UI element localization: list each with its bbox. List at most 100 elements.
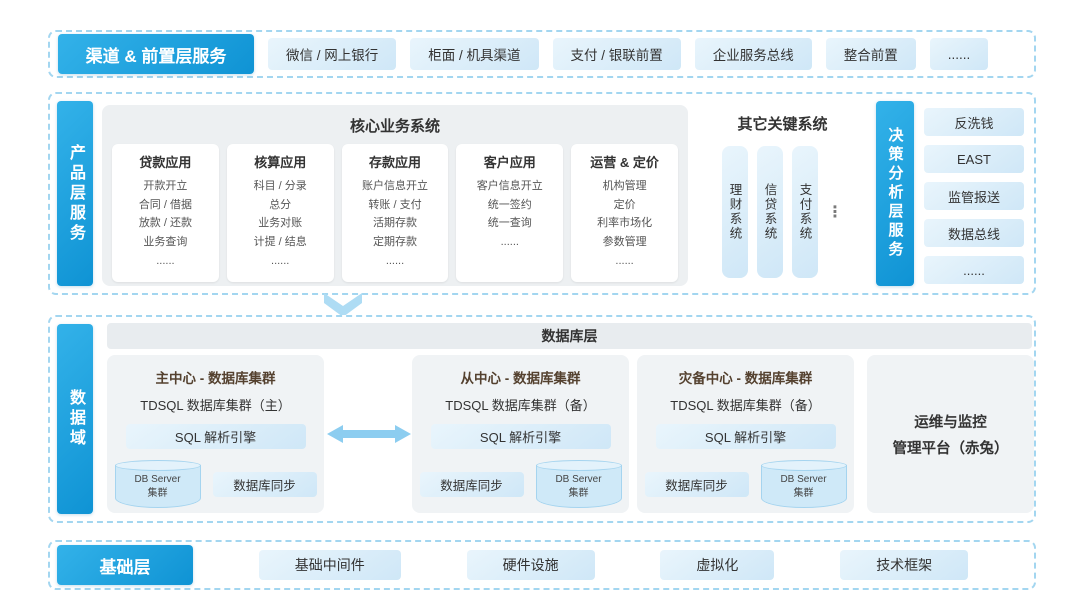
foundation-item-tech-framework: 技术框架	[840, 550, 969, 580]
down-arrow-icon	[324, 293, 362, 317]
db-server-label: DB Server 集群	[780, 474, 827, 499]
sql-parse-engine-pill: SQL 解析引擎	[430, 424, 611, 449]
db-server-cluster: DB Server 集群	[760, 460, 847, 508]
cluster-title: 灾备中心 - 数据库集群	[678, 371, 813, 386]
foundation-pills: 基础中间件 硬件设施 虚拟化 技术框架	[193, 550, 1034, 580]
foundation-layer-section: 基础层 基础中间件 硬件设施 虚拟化 技术框架	[48, 540, 1036, 590]
ops-platform-line1: 运维与监控	[914, 414, 987, 431]
core-column-item: 定期存款	[372, 236, 417, 249]
ops-platform-line2: 管理平台（赤兔）	[892, 440, 1009, 457]
core-column-item: 利率市场化	[597, 217, 653, 230]
core-column-customer: 客户应用 客户信息开立 统一签约 统一查询 ......	[456, 144, 564, 282]
database-layer-bar: 数据库层	[107, 323, 1032, 349]
core-column-item: 业务查询	[143, 236, 188, 249]
sql-parse-engine-pill: SQL 解析引擎	[655, 424, 836, 449]
db-server-cluster: DB Server 集群	[535, 460, 622, 508]
core-business-title: 核心业务系统	[349, 118, 440, 135]
database-cylinder-icon	[760, 465, 847, 508]
channel-item-more: ......	[929, 38, 989, 70]
ops-monitoring-platform: 运维与监控 管理平台（赤兔）	[867, 355, 1034, 513]
core-column-item: ......	[500, 236, 519, 249]
core-business-panel: 核心业务系统 贷款应用 开款开立 合同 / 借据 放款 / 还款 业务查询 ..…	[102, 105, 688, 286]
channel-item-payment-unionpay: 支付 / 银联前置	[552, 38, 681, 70]
core-column-accounting: 核算应用 科目 / 分录 总分 业务对账 计提 / 结息 ......	[226, 144, 334, 282]
decision-item-regulatory-report: 监管报送	[924, 182, 1024, 210]
cluster-tdsql-label: TDSQL 数据库集群（备）	[445, 398, 596, 413]
cluster-tdsql-label: TDSQL 数据库集群（主）	[140, 398, 291, 413]
db-server-label: DB Server 集群	[134, 474, 181, 499]
core-column-item: 总分	[269, 198, 292, 211]
core-column-item: 客户信息开立	[476, 180, 543, 192]
db-server-cluster: DB Server 集群	[114, 460, 201, 508]
core-column-loan: 贷款应用 开款开立 合同 / 借据 放款 / 还款 业务查询 ......	[112, 144, 219, 282]
sync-double-arrow-icon	[327, 425, 411, 443]
vertical-ellipsis: ⋮	[827, 204, 843, 221]
core-column-item: 参数管理	[602, 236, 647, 249]
channel-item-esb: 企业服务总线	[694, 38, 812, 70]
db-server-label: DB Server 集群	[555, 474, 602, 499]
decision-item-east: EAST	[924, 145, 1024, 173]
decision-layer-pills: 反洗钱 EAST 监管报送 数据总线 ......	[924, 108, 1024, 284]
core-column-item: 转账 / 支付	[368, 198, 422, 211]
cluster-bottom-row: 数据库同步 DB Server 集群	[637, 460, 854, 508]
core-column-item: 合同 / 借据	[138, 198, 192, 211]
core-business-columns: 贷款应用 开款开立 合同 / 借据 放款 / 还款 业务查询 ...... 核算…	[112, 144, 678, 282]
foundation-item-hardware: 硬件设施	[466, 550, 595, 580]
decision-item-more: ......	[924, 256, 1024, 284]
system-pill-wealth: 理财系统	[722, 146, 748, 278]
database-cylinder-top	[114, 460, 201, 471]
core-column-header: 存款应用	[368, 155, 421, 170]
core-column-item: 放款 / 还款	[138, 217, 192, 230]
core-column-item: ......	[156, 254, 175, 267]
other-key-systems-pills: 理财系统 信贷系统 支付系统 ⋮	[700, 146, 865, 278]
decision-item-data-bus: 数据总线	[924, 219, 1024, 247]
core-column-item: ......	[615, 254, 634, 267]
core-column-item: 开款开立	[143, 180, 188, 192]
cluster-bottom-row: 数据库同步 DB Server 集群	[412, 460, 629, 508]
core-column-header: 贷款应用	[139, 155, 192, 170]
db-sync-pill: 数据库同步	[212, 471, 317, 497]
core-column-item: ......	[385, 254, 405, 267]
product-layer-section: 产品层服务 核心业务系统 贷款应用 开款开立 合同 / 借据 放款 / 还款 业…	[48, 92, 1036, 295]
database-cylinder-top	[535, 460, 622, 471]
cluster-tdsql-label: TDSQL 数据库集群（备）	[670, 398, 821, 413]
cluster-bottom-row: DB Server 集群 数据库同步	[107, 460, 324, 508]
core-column-item: 统一签约	[487, 198, 532, 211]
channel-item-integration: 整合前置	[825, 38, 916, 70]
db-sync-pill: 数据库同步	[419, 471, 524, 497]
data-domain-section: 数据域 数据库层 主中心 - 数据库集群 TDSQL 数据库集群（主） SQL …	[48, 315, 1036, 523]
primary-center-cluster: 主中心 - 数据库集群 TDSQL 数据库集群（主） SQL 解析引擎 DB S…	[107, 355, 324, 513]
database-cylinder-icon	[114, 465, 201, 508]
foundation-item-middleware: 基础中间件	[258, 550, 401, 580]
core-column-operations-pricing: 运营 & 定价 机构管理 定价 利率市场化 参数管理 ......	[571, 144, 678, 282]
decision-layer-label: 决策分析层服务	[876, 101, 914, 286]
sql-parse-engine-pill: SQL 解析引擎	[125, 424, 306, 449]
database-cylinder-top	[760, 460, 847, 471]
core-column-header: 核算应用	[254, 155, 307, 170]
decision-item-aml: 反洗钱	[924, 108, 1024, 136]
disaster-recovery-cluster: 灾备中心 - 数据库集群 TDSQL 数据库集群（备） SQL 解析引擎 数据库…	[637, 355, 854, 513]
core-column-deposit: 存款应用 账户信息开立 转账 / 支付 活期存款 定期存款 ......	[341, 144, 449, 282]
channel-item-wechat-ebank: 微信 / 网上银行	[268, 38, 397, 70]
core-column-item: 活期存款	[372, 217, 417, 230]
cluster-title: 主中心 - 数据库集群	[155, 371, 276, 386]
foundation-item-virtualization: 虚拟化	[660, 550, 775, 580]
core-column-item: 账户信息开立	[361, 180, 428, 192]
other-key-systems-box: 其它关键系统 理财系统 信贷系统 支付系统 ⋮	[700, 105, 865, 286]
core-column-item: 定价	[613, 198, 636, 211]
db-sync-pill: 数据库同步	[644, 471, 749, 497]
secondary-center-cluster: 从中心 - 数据库集群 TDSQL 数据库集群（备） SQL 解析引擎 数据库同…	[412, 355, 629, 513]
core-column-item: 机构管理	[602, 180, 647, 192]
data-domain-label: 数据域	[57, 324, 93, 514]
cluster-title: 从中心 - 数据库集群	[460, 371, 581, 386]
database-cylinder-icon	[535, 465, 622, 508]
core-column-item: 科目 / 分录	[253, 180, 307, 192]
channel-layer-label: 渠道 & 前置层服务	[58, 34, 254, 74]
core-column-item: 统一查询	[487, 217, 532, 230]
core-column-item: 计提 / 结息	[253, 236, 307, 249]
core-column-item: 业务对账	[258, 217, 303, 230]
core-column-header: 运营 & 定价	[590, 155, 659, 170]
core-column-header: 客户应用	[483, 155, 536, 170]
product-layer-label: 产品层服务	[57, 101, 93, 286]
